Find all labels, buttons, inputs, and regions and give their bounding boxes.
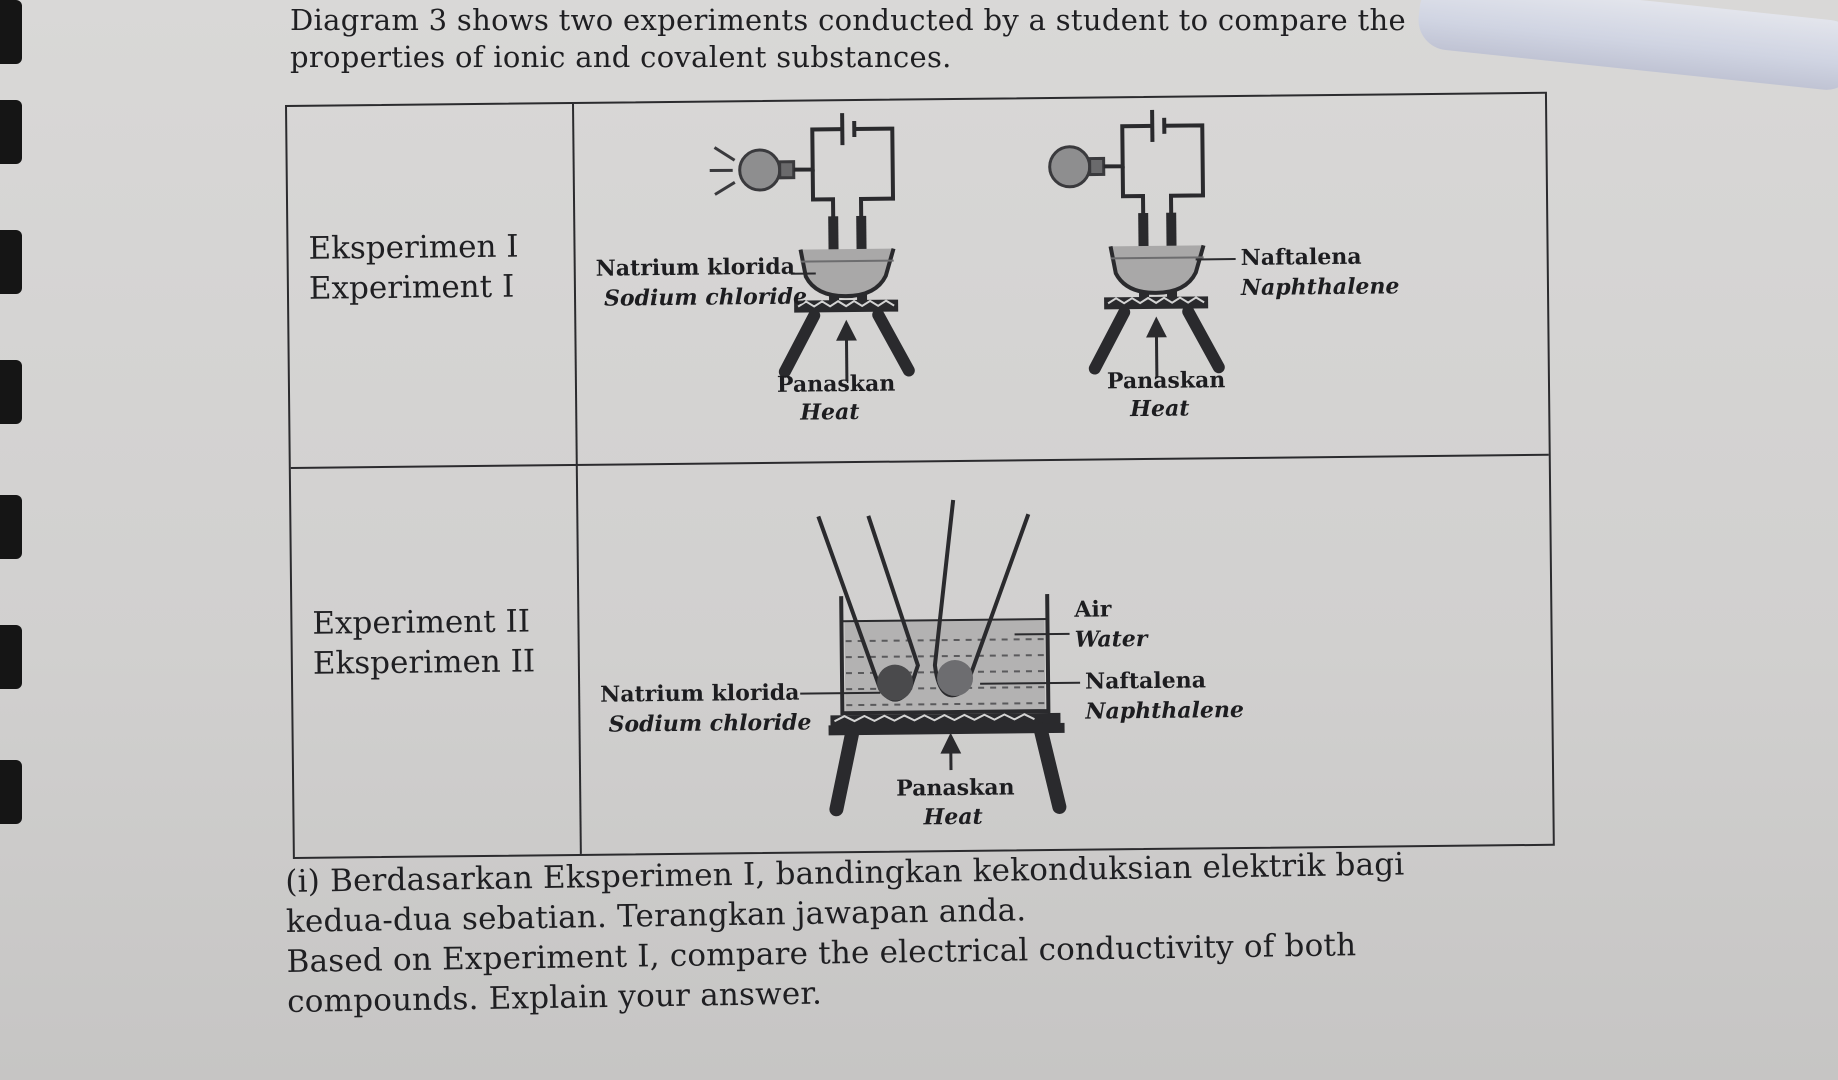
- heat-arrow: [1146, 316, 1167, 378]
- experiment-1-left-setup: Natrium klorida Sodium chloride Panaskan…: [596, 113, 915, 426]
- label-water-en: Water: [1075, 626, 1149, 653]
- battery-icon: [793, 113, 896, 222]
- intro-line-1: Diagram 3 shows two experiments conducte…: [290, 3, 1406, 37]
- experiment-figures: Natrium klorida Sodium chloride Panaskan…: [574, 94, 1551, 852]
- label-naphthalene-en-2: Naphthalene: [1084, 697, 1244, 725]
- label-heat-en-1a: Heat: [799, 399, 859, 426]
- heat-arrow: [940, 732, 962, 771]
- naphthalene-sample: [937, 660, 974, 697]
- experiment-1-label-ms: Eksperimen I: [308, 228, 519, 267]
- tripod-top: [828, 722, 1065, 736]
- label-heat-ms-1b: Panaskan: [1107, 367, 1226, 394]
- binder-hole: [0, 0, 22, 64]
- sodium-chloride-sample: [877, 664, 914, 701]
- question-text: (i) Berdasarkan Eksperimen I, bandingkan…: [285, 843, 1487, 1022]
- wire-gauze-icon: [794, 299, 899, 313]
- beaker: [839, 594, 1051, 716]
- experiment-1-right-setup: Naftalena Naphthalene Panaskan Heat: [1048, 109, 1400, 423]
- crucible: [1108, 244, 1206, 295]
- label-sodium-chloride-ms-1: Natrium klorida: [596, 254, 796, 282]
- label-sodium-chloride-en-2: Sodium chloride: [608, 710, 811, 738]
- glowing-bulb-icon: [709, 146, 796, 196]
- unlit-bulb-icon: [1048, 145, 1106, 189]
- binder-hole: [0, 360, 22, 424]
- apparatus-diagram: Natrium klorida Sodium chloride Panaskan…: [596, 109, 1400, 831]
- label-heat-ms-2: Panaskan: [896, 774, 1015, 801]
- label-sodium-chloride-ms-2: Natrium klorida: [600, 680, 800, 708]
- experiment-table: Eksperimen I Experiment I Experiment II …: [285, 91, 1555, 859]
- binder-hole: [0, 760, 22, 824]
- wire-gauze-icon: [1104, 296, 1209, 310]
- label-heat-en-1b: Heat: [1129, 396, 1189, 423]
- label-heat-en-2: Heat: [922, 804, 982, 831]
- tripod-icon: [829, 722, 1067, 817]
- label-water-ms: Air: [1073, 596, 1112, 622]
- intro-text: Diagram 3 shows two experiments conducte…: [290, 2, 1510, 76]
- crucible: [798, 248, 896, 299]
- label-naphthalene-en-1: Naphthalene: [1240, 273, 1400, 301]
- label-heat-ms-1a: Panaskan: [777, 371, 896, 398]
- experiment-1-label-en: Experiment I: [308, 268, 515, 307]
- experiment-2-setup: Air Water Naftalena Naphthalene Natrium …: [600, 499, 1244, 831]
- experiment-2-label: Experiment II Eksperimen II: [312, 601, 535, 683]
- heat-arrow: [836, 319, 857, 382]
- battery-icon: [1103, 109, 1206, 219]
- label-sodium-chloride-en-1: Sodium chloride: [604, 284, 807, 312]
- binder-hole: [0, 230, 22, 294]
- experiment-2-label-ms: Eksperimen II: [312, 643, 536, 682]
- label-naphthalene-ms-1: Naftalena: [1241, 244, 1362, 271]
- binder-hole: [0, 625, 22, 689]
- tripod-icon: [778, 308, 915, 378]
- label-naphthalene-ms-2: Naftalena: [1085, 667, 1206, 694]
- experiment-2-label-en: Experiment II: [312, 603, 531, 642]
- binder-hole: [0, 495, 22, 559]
- binder-hole: [0, 100, 22, 164]
- experiment-1-label: Eksperimen I Experiment I: [308, 227, 519, 309]
- tripod-icon: [1088, 305, 1225, 375]
- intro-line-2: properties of ionic and covalent substan…: [290, 40, 952, 74]
